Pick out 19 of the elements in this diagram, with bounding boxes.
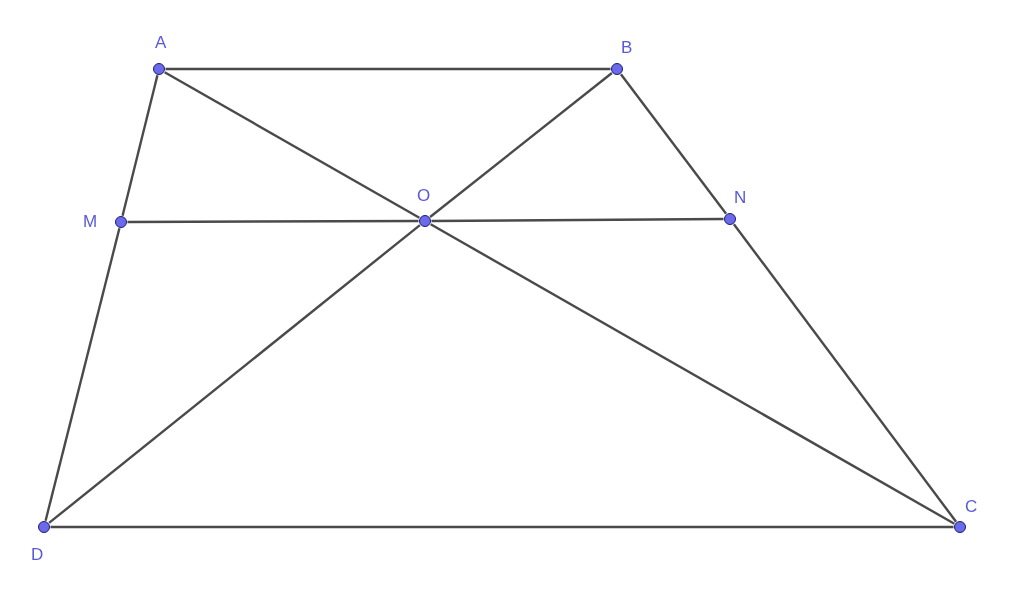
point-label: D — [31, 545, 44, 565]
line-segment — [165, 67, 611, 71]
line-segment — [121, 75, 159, 216]
point-label: C — [965, 497, 978, 517]
line-segment — [619, 73, 728, 215]
line-segment — [50, 525, 954, 529]
line-segment — [431, 217, 724, 223]
point-label: B — [621, 38, 633, 58]
point-label: O — [417, 186, 431, 206]
point-label: N — [734, 188, 747, 208]
line-segment — [127, 219, 419, 224]
line-segment — [48, 224, 421, 524]
line-segment — [429, 72, 613, 218]
point-label: M — [83, 212, 98, 232]
point-label: A — [155, 33, 167, 53]
line-segment — [164, 71, 420, 219]
line-segment — [732, 223, 958, 523]
line-segment — [430, 223, 955, 525]
line-segment — [44, 228, 121, 521]
